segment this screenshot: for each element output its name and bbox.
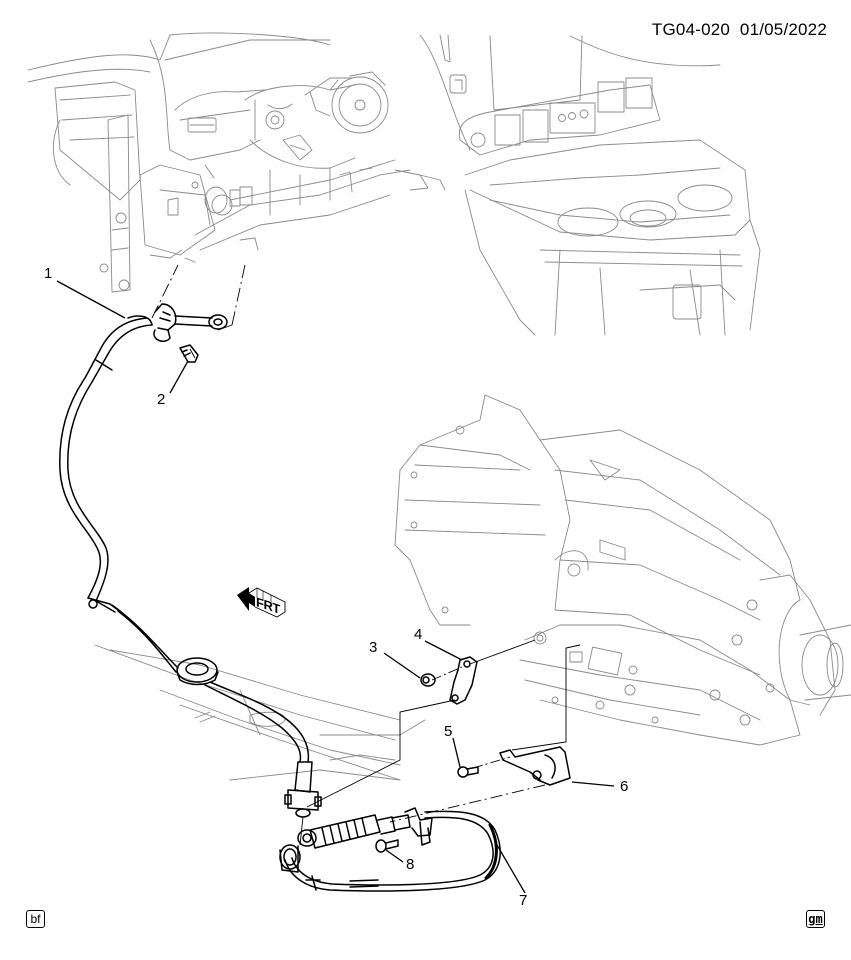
- callout-1: 1: [44, 265, 53, 282]
- column-cable-end: [153, 303, 228, 363]
- gm-logo-badge: gm: [806, 910, 825, 928]
- illustration-id: TG04-020 01/05/2022: [651, 20, 827, 39]
- bolt-5: [457, 766, 479, 778]
- cable-bracket-6: [499, 746, 571, 786]
- callout-8: 8: [406, 856, 415, 873]
- front-arrow-icon: [237, 587, 286, 618]
- bolt-8: [375, 839, 399, 853]
- bf-badge: bf: [26, 910, 45, 928]
- nut-3: [420, 673, 436, 687]
- shift-cable-lower: [279, 807, 501, 892]
- center-console-assembly: [419, 34, 761, 336]
- shift-cable-upper: [59, 315, 322, 818]
- instrument-panel-assembly: [27, 32, 446, 293]
- callout-6: 6: [620, 778, 629, 795]
- callout-3: 3: [369, 639, 378, 656]
- transmission-assembly: [394, 394, 851, 746]
- callout-5: 5: [444, 723, 453, 740]
- callout-4: 4: [414, 626, 423, 643]
- callout-2: 2: [157, 391, 166, 408]
- callout-7: 7: [519, 892, 528, 909]
- shift-lever-4: [449, 656, 478, 705]
